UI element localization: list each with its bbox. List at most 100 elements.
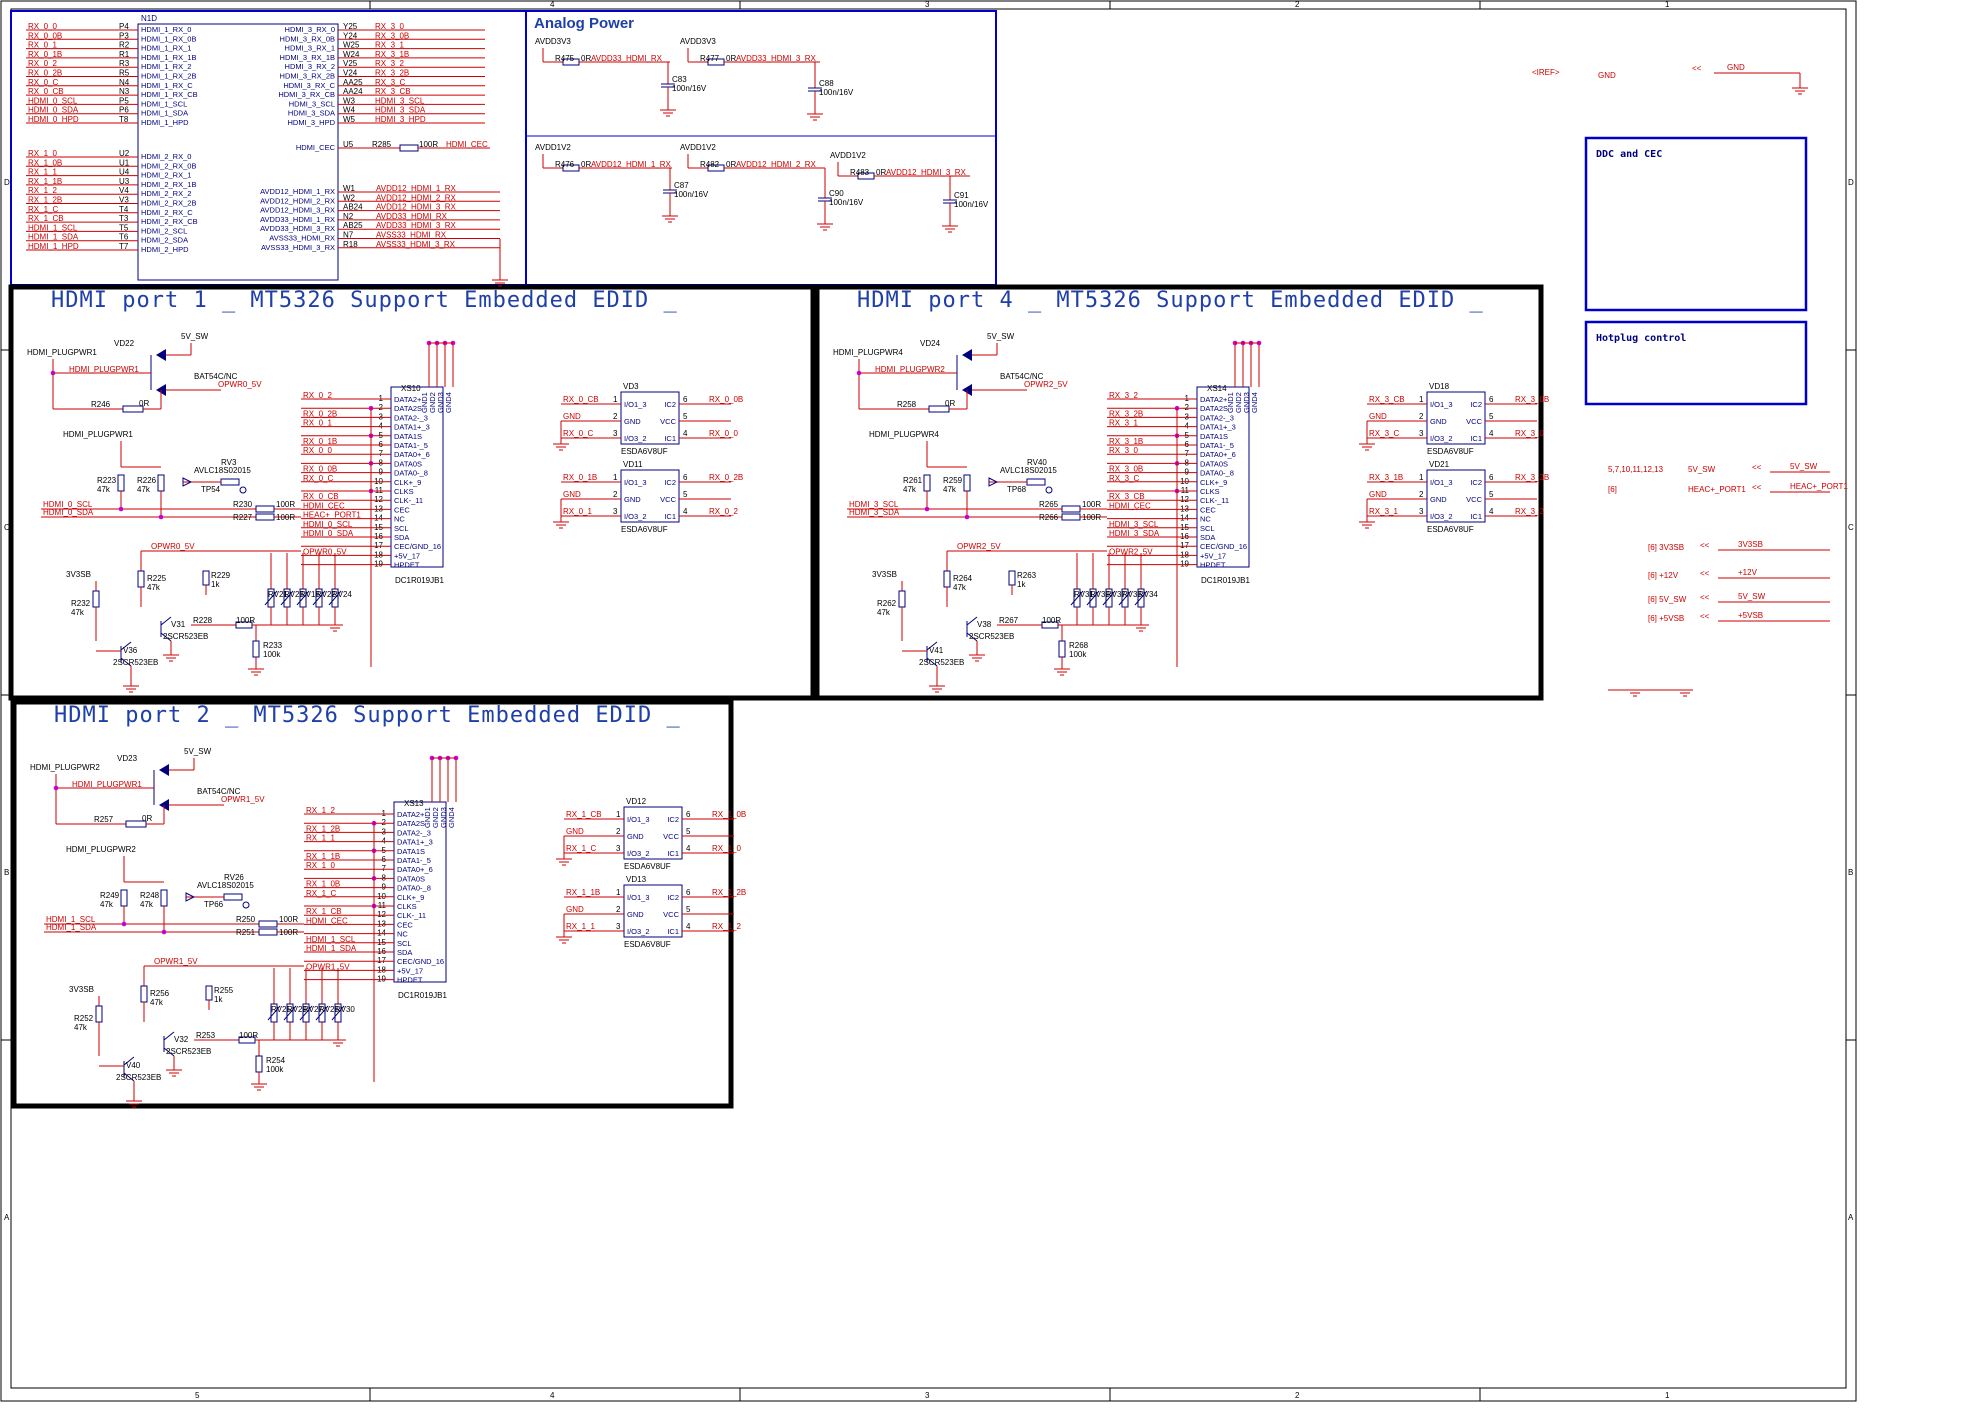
esd-pin-num: 4 [1489, 429, 1494, 438]
connector-net-label: HDMI_3_SCL [1109, 520, 1159, 529]
port-res-ref: R268 [1069, 641, 1089, 650]
n1d-pin: AVDD12_HDMI_3_RX [260, 206, 335, 215]
n1d-net-label: RX_3_0 [375, 22, 404, 31]
connector-part: DC1R019JB1 [395, 576, 444, 585]
n1d-net-label: RX_0_CB [28, 87, 64, 96]
port-scl-val: 100R [279, 915, 298, 924]
esd-pin-num: 6 [1489, 395, 1494, 404]
transistor-leg [966, 632, 978, 642]
n1d-ball: Y24 [343, 31, 358, 40]
junction-dot [856, 370, 862, 376]
esd-pin-right: IC1 [1470, 434, 1482, 443]
n1d-ball: N7 [343, 231, 354, 240]
connector-body [1196, 386, 1250, 568]
n1d-ball: T3 [119, 214, 129, 223]
esd-pin-num: 5 [686, 905, 691, 914]
n1d-ball: N3 [119, 87, 130, 96]
offsheet-right-label: +12V [1738, 568, 1758, 577]
n1d-pin: HDMI_3_RX_1B [280, 53, 335, 62]
port-pullup-val: 47k [943, 485, 957, 494]
port-plug-net: HDMI_PLUGPWR1 [69, 365, 139, 374]
port-res-val: 100R [1042, 616, 1061, 625]
esd-pin-right: VCC [663, 910, 679, 919]
ground-symbol [1054, 668, 1070, 676]
resistor-body [255, 1055, 263, 1073]
connector-pin-name: DATA2-_3 [397, 828, 431, 837]
n1d-ball: W1 [343, 184, 356, 193]
connector-pin-name: DATA1S [394, 432, 422, 441]
rv-array-slash [1086, 590, 1100, 606]
esd-pin-left: GND [624, 417, 641, 426]
border-row-right: B [1848, 868, 1853, 877]
esd-pin-num: 4 [686, 844, 691, 853]
analog-net: AVDD33_HDMI_3_RX [736, 54, 817, 63]
rv-array-slash [267, 1005, 281, 1021]
esd-pin-num: 5 [686, 827, 691, 836]
esd-pin-right: IC1 [664, 434, 676, 443]
esd-pin-num: 1 [616, 888, 621, 897]
port-sda-net: HDMI_0_SDA [43, 508, 94, 517]
ground-symbol [942, 225, 958, 233]
esd-pin-left: I/O1_3 [1430, 400, 1453, 409]
offsheet-left-label: [6] +12V [1648, 571, 1679, 580]
rv-array-slash [315, 1005, 329, 1021]
port-res-val: 47k [150, 998, 164, 1007]
port-res-val: 100R [236, 616, 255, 625]
analog-res-val: 0R [581, 160, 591, 169]
connector-body [393, 801, 447, 983]
port-transistor-ref: V31 [171, 620, 186, 629]
resistor-body [140, 985, 148, 1003]
port-rv-array-ref: RV37 [1106, 590, 1126, 599]
esd-net-left: RX_3_1 [1369, 507, 1398, 516]
rv-array-slash [1118, 590, 1132, 606]
port-res-val: 1k [214, 995, 223, 1004]
offsheet-arrow: << [1700, 612, 1710, 621]
connector-ref: XS14 [1207, 384, 1227, 393]
ddc-cec-box [1584, 136, 1808, 312]
n1d-pin: HDMI_3_RX_C [283, 81, 335, 90]
iref-offpage-arrow: << [1692, 64, 1702, 73]
esd-net-left: RX_1_1 [566, 922, 595, 931]
port-plug-r-label: HDMI_PLUGPWR2 [66, 845, 136, 854]
analog-net: AVDD12_HDMI_3_RX [886, 168, 967, 177]
resistor-body [92, 590, 100, 608]
connector-pin-name: CLK-_11 [1200, 496, 1229, 505]
port-plug-net: HDMI_PLUGPWR2 [875, 365, 945, 374]
rv-array-slash [1102, 590, 1116, 606]
port-rv-array-ref: RV34 [1138, 590, 1158, 599]
offsheet-right-label: HEAC+_PORT1 [1790, 482, 1848, 491]
n1d-pin: HDMI_2_RX_1 [141, 171, 191, 180]
n1d-pin: AVDD33_HDMI_3_RX [260, 224, 335, 233]
port-res-ref: R256 [150, 989, 170, 998]
port-diode-part: BAT54C/NC [194, 372, 238, 381]
esd-pin-num: 2 [613, 490, 618, 499]
connector-pin-name: DATA0-_8 [397, 884, 431, 893]
port-tp-ref: TP68 [1007, 485, 1027, 494]
port-res-val: 100k [1069, 650, 1087, 659]
resistor-body [252, 640, 260, 658]
n1d-ball: P5 [119, 96, 129, 105]
esd-net-right: RX_3_0B [1515, 395, 1549, 404]
port-res-ref: R262 [877, 599, 897, 608]
port-res-ref: R253 [196, 1031, 216, 1040]
n1d-pin: AVSS33_HDMI_3_RX [261, 243, 335, 252]
esd-pin-right: IC2 [664, 400, 676, 409]
connector-pin-name: NC [1200, 515, 1211, 524]
connector-pin-name: DATA2S [1200, 404, 1228, 413]
port-diode-part: BAT54C/NC [197, 787, 241, 796]
connector-net-label: RX_1_0B [306, 880, 340, 889]
n1d-ball: T6 [119, 233, 129, 242]
diode-symbol [156, 349, 166, 361]
n1d-pin: HDMI_1_RX_1 [141, 44, 191, 53]
esd-pin-num: 6 [683, 473, 688, 482]
esd-pin-left: I/O3_2 [627, 849, 650, 858]
esd-pin-left: I/O1_3 [627, 815, 650, 824]
port-res-val: 47k [953, 583, 967, 592]
esd-part: ESDA6V8UF [624, 940, 671, 949]
analog-res: R477 [700, 54, 720, 63]
border-row-right: C [1848, 523, 1854, 532]
resistor-body [258, 928, 278, 936]
border-row-left: A [4, 1213, 10, 1222]
n1d-net-label: HDMI_0_HPD [28, 115, 79, 124]
